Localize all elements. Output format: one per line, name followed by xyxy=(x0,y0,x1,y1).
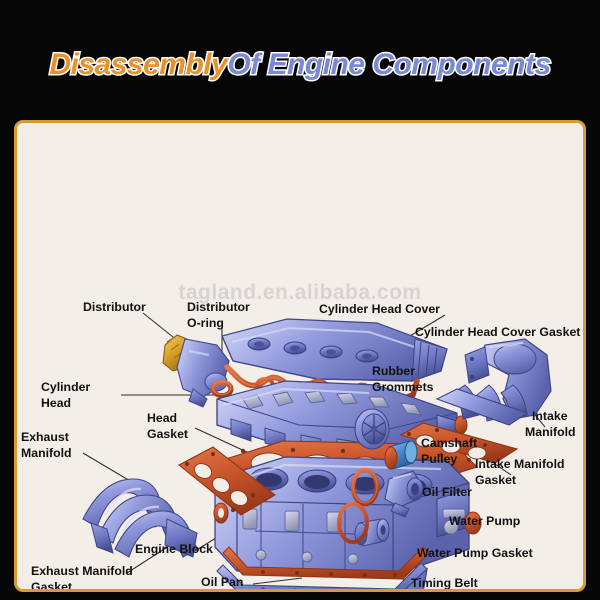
label-timing-belt-drive-pulley: Timing BeltDrive Pulley xyxy=(411,576,482,589)
page-title: DisassemblyOf Engine Components xyxy=(0,40,600,90)
part-intake-manifold-gasket[interactable] xyxy=(399,422,519,464)
part-water-pump-gasket[interactable] xyxy=(337,502,369,544)
part-water-pump[interactable] xyxy=(384,470,424,518)
part-distributor-o-ring[interactable] xyxy=(210,380,234,398)
part-exhaust-manifold[interactable] xyxy=(82,478,198,558)
part-oil-pan-gasket[interactable] xyxy=(222,546,430,580)
title-word-disassembly: Disassembly xyxy=(48,47,229,83)
label-water-pump: Water Pump xyxy=(449,514,520,528)
part-misc-seals xyxy=(213,502,229,524)
label-distributor: Distributor xyxy=(83,300,146,314)
part-exhaust-manifold-gasket[interactable] xyxy=(178,446,276,516)
part-oil-filter[interactable] xyxy=(350,467,380,507)
label-oil-pan: Oil Pan xyxy=(201,575,243,589)
title-word-of-engine-components: Of Engine Components xyxy=(226,47,553,83)
part-intake-manifold[interactable] xyxy=(435,338,552,426)
label-water-pump-gasket: Water Pump Gasket xyxy=(417,546,533,560)
label-cylinder-head-cover: Cylinder Head Cover xyxy=(319,302,440,316)
part-oil-pan[interactable] xyxy=(216,562,428,589)
part-cyan-spacer xyxy=(384,440,418,470)
part-camshaft-pulley[interactable] xyxy=(354,408,390,450)
label-cylinder-head-cover-gasket: Cylinder Head Cover Gasket xyxy=(415,325,580,339)
part-cylinder-head[interactable] xyxy=(216,380,468,457)
label-oil-filter: Oil Filter xyxy=(422,485,472,499)
label-engine-block: Engine Block xyxy=(135,542,213,556)
part-cylinder-head-cover[interactable] xyxy=(221,318,448,382)
